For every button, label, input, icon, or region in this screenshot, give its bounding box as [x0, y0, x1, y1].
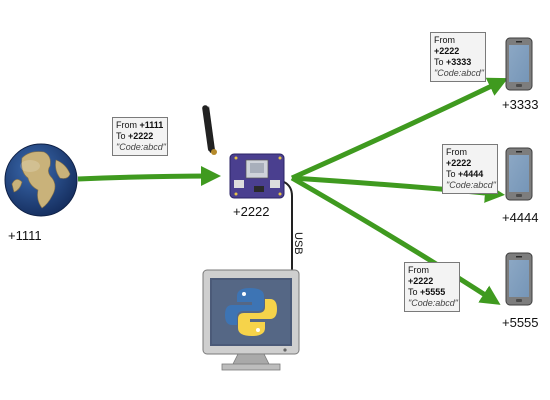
message-to-line: To +4444 [446, 169, 484, 179]
message-from-line: From +2222 [446, 147, 472, 168]
phone-3-number-label: +5555 [502, 315, 539, 330]
smartphone-icon [505, 252, 533, 306]
message-to-line: To +5555 [408, 287, 446, 297]
modem-number-label: +2222 [233, 204, 270, 219]
sms-message-box: From +2222 To +4444 "Code:abcd" [442, 144, 498, 194]
message-from-line: From +1111 [116, 120, 164, 130]
message-from-line: From +2222 [408, 265, 434, 286]
phone-2-number-label: +4444 [502, 210, 539, 225]
arrow-internet-to-modem [77, 166, 221, 187]
internet-number-label: +1111 [8, 228, 42, 243]
usb-cable [283, 181, 293, 276]
usb-label: USB [292, 232, 304, 255]
phone-1-number-label: +3333 [502, 97, 539, 112]
computer-monitor-icon [202, 269, 300, 371]
smartphone-icon [505, 37, 533, 91]
sms-message-box: From +1111 To +2222 "Code:abcd" [112, 117, 168, 156]
globe-icon [4, 143, 78, 217]
message-code-line: "Code:abcd" [434, 68, 484, 78]
python-logo-icon [225, 288, 277, 336]
gsm-modem-icon [202, 105, 285, 199]
message-code-line: "Code:abcd" [408, 298, 458, 308]
arrow-modem-to-phone-3 [290, 175, 501, 305]
message-code-line: "Code:abcd" [446, 180, 496, 190]
arrow-modem-to-phone-1 [290, 77, 509, 181]
sms-message-box: From +2222 To +5555 "Code:abcd" [404, 262, 460, 312]
message-from-line: From +2222 [434, 35, 460, 56]
message-code-line: "Code:abcd" [116, 142, 166, 152]
sms-message-box: From +2222 To +3333 "Code:abcd" [430, 32, 486, 82]
message-to-line: To +3333 [434, 57, 472, 67]
smartphone-icon [505, 147, 533, 201]
message-to-line: To +2222 [116, 131, 154, 141]
